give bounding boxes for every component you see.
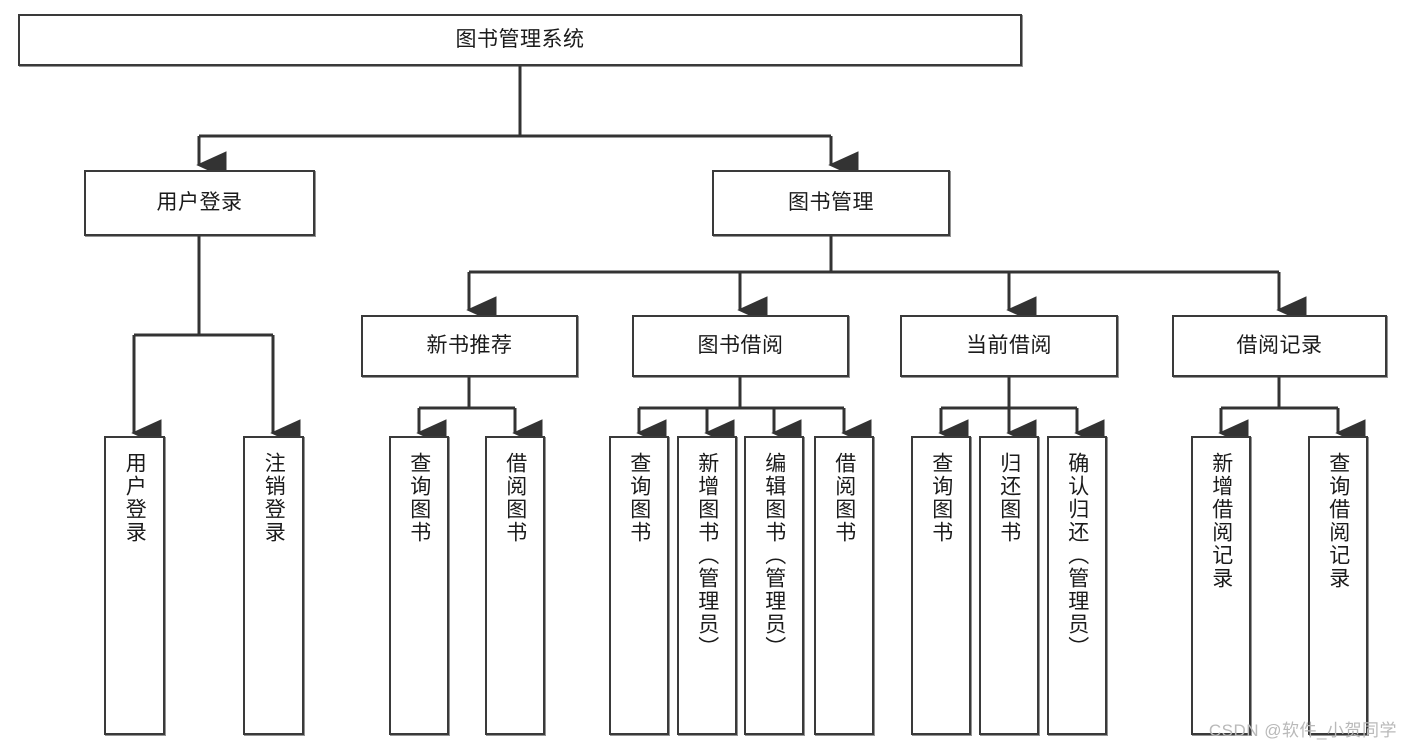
node-leaf-borrow-book-2-label: 借阅图书 (832, 452, 856, 544)
node-leaf-return-book-label: 归还图书 (997, 452, 1021, 544)
node-leaf-logout-label: 注销登录 (262, 452, 286, 544)
node-leaf-query-book-3-label: 查询图书 (929, 452, 953, 544)
node-current-borrow[interactable]: 当前借阅 (900, 315, 1118, 377)
node-book-manage[interactable]: 图书管理 (712, 170, 950, 236)
node-borrow-record[interactable]: 借阅记录 (1172, 315, 1387, 377)
node-user-login-label: 用户登录 (156, 190, 243, 214)
node-leaf-query-book-3[interactable]: 查询图书 (911, 436, 971, 735)
node-book-manage-label: 图书管理 (788, 190, 874, 214)
node-leaf-query-book-2-label: 查询图书 (627, 452, 651, 544)
node-leaf-user-login[interactable]: 用户登录 (104, 436, 165, 735)
csdn-watermark: CSDN @软件_小贺同学 (1208, 721, 1397, 740)
node-root-label: 图书管理系统 (455, 27, 585, 51)
node-leaf-query-record-label: 查询借阅记录 (1326, 452, 1350, 590)
node-current-borrow-label: 当前借阅 (966, 333, 1052, 357)
node-leaf-query-book-1-label: 查询图书 (407, 452, 431, 544)
node-leaf-query-record[interactable]: 查询借阅记录 (1308, 436, 1368, 735)
node-user-login[interactable]: 用户登录 (84, 170, 315, 236)
node-new-book-recommend-label: 新书推荐 (426, 333, 513, 357)
node-leaf-edit-book-label: 编辑图书（管理员） (762, 452, 786, 659)
node-leaf-user-login-label: 用户登录 (123, 452, 147, 544)
node-new-book-recommend[interactable]: 新书推荐 (361, 315, 578, 377)
node-leaf-borrow-book-1-label: 借阅图书 (503, 452, 527, 544)
node-leaf-return-book[interactable]: 归还图书 (979, 436, 1039, 735)
node-leaf-borrow-book-1[interactable]: 借阅图书 (485, 436, 545, 735)
node-leaf-borrow-book-2[interactable]: 借阅图书 (814, 436, 874, 735)
node-leaf-add-record[interactable]: 新增借阅记录 (1191, 436, 1251, 735)
node-leaf-query-book-1[interactable]: 查询图书 (389, 436, 449, 735)
node-leaf-add-book[interactable]: 新增图书（管理员） (677, 436, 737, 735)
node-leaf-query-book-2[interactable]: 查询图书 (609, 436, 669, 735)
node-leaf-confirm-return[interactable]: 确认归还（管理员） (1047, 436, 1107, 735)
node-leaf-confirm-return-label: 确认归还（管理员） (1065, 452, 1089, 659)
node-borrow-record-label: 借阅记录 (1236, 333, 1323, 357)
node-book-borrow-label: 图书借阅 (697, 333, 784, 357)
node-leaf-add-record-label: 新增借阅记录 (1209, 452, 1233, 590)
node-leaf-edit-book[interactable]: 编辑图书（管理员） (744, 436, 804, 735)
node-book-borrow[interactable]: 图书借阅 (632, 315, 849, 377)
node-leaf-add-book-label: 新增图书（管理员） (695, 452, 719, 659)
node-root[interactable]: 图书管理系统 (18, 14, 1022, 66)
node-leaf-logout[interactable]: 注销登录 (243, 436, 304, 735)
